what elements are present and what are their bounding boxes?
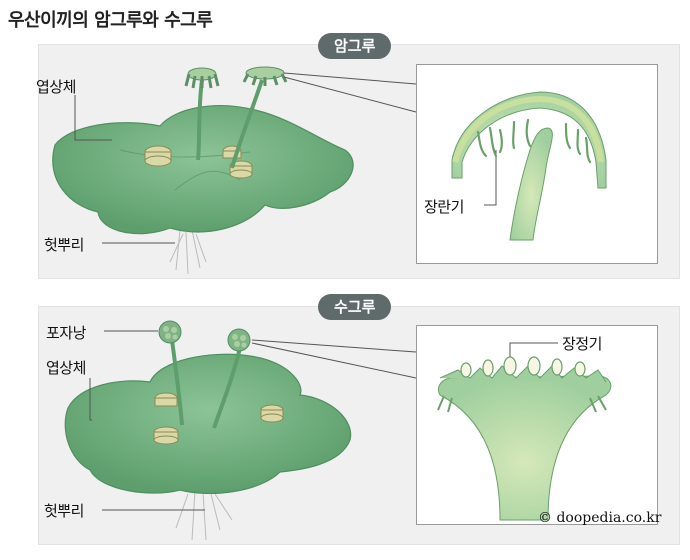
label-male-rhizoid: 헛뿌리 (44, 502, 84, 520)
antheridiophore-section (437, 356, 612, 521)
female-receptacle-right (242, 66, 288, 86)
label-female-rhizoid: 헛뿌리 (44, 236, 84, 254)
label-archegonium: 장란기 (424, 198, 464, 216)
page-title: 우산이끼의 암그루와 수그루 (8, 10, 213, 31)
archegoniophore-stalk (509, 127, 553, 241)
male-stalks (170, 339, 242, 429)
antheridiophore-disc (437, 375, 612, 521)
female-badge: 암그루 (318, 33, 392, 59)
male-gemma-cups (153, 392, 284, 445)
antheridiophore-left (158, 320, 182, 344)
antheridiophore-right (227, 328, 251, 352)
female-plant (52, 66, 354, 275)
antheridia (460, 356, 586, 378)
female-rhizoids (169, 229, 207, 275)
female-gemma-cups (144, 145, 253, 179)
label-sporangium: 포자낭 (46, 324, 86, 342)
archegoniophore-section (451, 91, 607, 241)
male-thallus (64, 353, 352, 495)
female-thallus (52, 105, 354, 235)
male-badge: 수그루 (318, 294, 392, 320)
male-rhizoids (175, 489, 233, 541)
label-female-thallus: 엽상체 (36, 78, 76, 96)
archegonia (476, 118, 592, 164)
female-stalks (196, 79, 264, 169)
label-male-thallus: 엽상체 (46, 359, 86, 377)
credit-text: © doopedia.co.kr (538, 510, 662, 526)
female-receptacle-left (184, 67, 220, 89)
male-plant (64, 320, 352, 541)
label-antheridium: 장정기 (562, 335, 602, 353)
